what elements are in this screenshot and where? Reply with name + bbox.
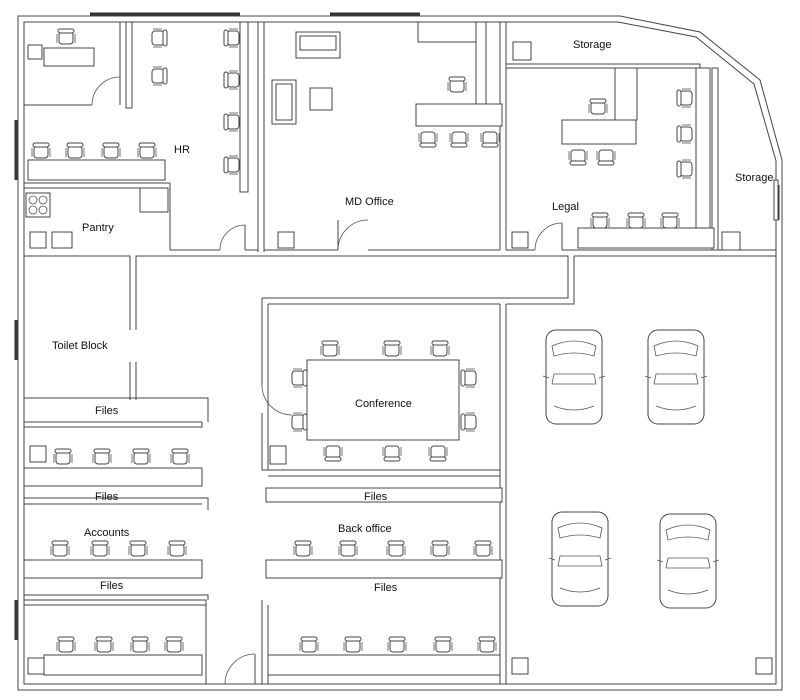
chair — [170, 448, 190, 465]
chair — [92, 448, 112, 465]
chair — [433, 636, 453, 653]
chair — [676, 88, 693, 108]
chair — [94, 636, 114, 653]
files-label: Files — [364, 491, 388, 503]
room-label-hr: HR — [174, 144, 190, 156]
chair — [291, 412, 308, 432]
chair — [131, 448, 151, 465]
stove — [25, 192, 51, 218]
room-labels: HR MD Office Storage Storage Legal Pantr… — [52, 39, 774, 594]
chairs — [31, 28, 693, 653]
chair — [167, 540, 187, 557]
outer-walls — [14, 12, 783, 691]
interior-walls — [24, 21, 776, 685]
room-label-conference: Conference — [355, 398, 412, 410]
md-furniture — [271, 31, 341, 125]
chair — [323, 445, 343, 462]
chair — [223, 70, 240, 90]
room-label-storage-top: Storage — [573, 39, 612, 51]
car — [542, 329, 606, 425]
room-label-back-office: Back office — [338, 523, 392, 535]
corner-squares — [25, 41, 773, 675]
chair — [430, 540, 450, 557]
chair — [473, 540, 493, 557]
chair — [343, 636, 363, 653]
chair — [386, 540, 406, 557]
room-label-legal: Legal — [552, 201, 579, 213]
chair — [223, 28, 240, 48]
files-label: Files — [100, 580, 124, 592]
chair — [449, 131, 469, 148]
files-label: Files — [95, 491, 119, 503]
files-label: Files — [95, 405, 119, 417]
chair — [596, 149, 616, 166]
chair — [338, 540, 358, 557]
files-shelf — [265, 487, 503, 503]
chair — [223, 112, 240, 132]
chair — [90, 540, 110, 557]
chair — [660, 212, 680, 229]
chair — [428, 445, 448, 462]
room-label-storage-right: Storage — [735, 172, 774, 184]
chair — [382, 445, 402, 462]
chair — [101, 142, 121, 159]
chair — [299, 636, 319, 653]
chair — [480, 131, 500, 148]
chair — [31, 142, 51, 159]
chair — [430, 340, 450, 357]
chair — [418, 131, 438, 148]
chair — [291, 368, 308, 388]
chair — [50, 540, 70, 557]
room-label-accounts: Accounts — [84, 527, 130, 539]
chair — [151, 66, 168, 86]
car — [644, 329, 708, 425]
chair — [382, 340, 402, 357]
chair — [447, 76, 467, 93]
chair — [164, 636, 184, 653]
room-label-pantry: Pantry — [82, 222, 114, 234]
chair — [56, 636, 76, 653]
chair — [65, 142, 85, 159]
parked-cars — [542, 329, 720, 609]
chair — [53, 448, 73, 465]
chair — [130, 636, 150, 653]
chair — [477, 636, 497, 653]
room-label-toilet-block: Toilet Block — [52, 340, 108, 352]
chair — [568, 149, 588, 166]
chair — [460, 368, 477, 388]
car — [656, 513, 720, 609]
chair — [676, 124, 693, 144]
conference-table — [306, 359, 460, 441]
chair — [128, 540, 148, 557]
chair — [676, 159, 693, 179]
chair — [223, 155, 240, 175]
car — [548, 511, 612, 607]
chair — [151, 28, 168, 48]
chair — [56, 28, 76, 45]
chair — [588, 98, 608, 115]
desks — [23, 21, 779, 676]
files-label: Files — [374, 582, 398, 594]
chair — [320, 340, 340, 357]
chair — [293, 540, 313, 557]
room-label-md-office: MD Office — [345, 196, 394, 208]
chair — [626, 212, 646, 229]
chair — [460, 412, 477, 432]
chair — [590, 212, 610, 229]
chair — [137, 142, 157, 159]
chair — [387, 636, 407, 653]
